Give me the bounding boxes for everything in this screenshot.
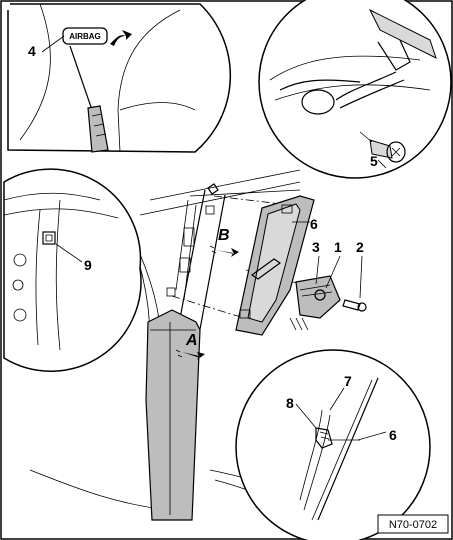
detail-airbag-badge: AIRBAG xyxy=(7,3,232,153)
callout-2: 2 xyxy=(356,239,364,255)
pillar-scene: A B xyxy=(29,169,341,531)
callout-5: 5 xyxy=(370,153,378,169)
detail-section xyxy=(235,349,431,540)
lift-arrow-icon xyxy=(110,30,132,46)
leader-lines-main xyxy=(292,221,363,299)
view-arrow-b xyxy=(209,245,239,257)
belt-height-adjuster xyxy=(289,275,367,331)
view-label-b: B xyxy=(218,227,230,244)
callout-9: 9 xyxy=(84,257,92,273)
detail-clip xyxy=(3,168,142,372)
view-label-a: A xyxy=(185,332,198,349)
screw-icon xyxy=(359,131,406,163)
callout-7: 7 xyxy=(344,373,352,389)
callout-8: 8 xyxy=(286,395,294,411)
callout-3: 3 xyxy=(312,239,320,255)
airbag-badge-text: AIRBAG xyxy=(69,32,101,41)
detail-screw xyxy=(258,0,452,179)
callout-6-detail: 6 xyxy=(389,427,397,443)
callout-6-top: 6 xyxy=(310,216,318,232)
view-arrow-a xyxy=(175,349,205,360)
reference-box xyxy=(377,514,449,534)
upper-trim-panel xyxy=(235,195,315,336)
reference-code: N70-0702 xyxy=(389,519,437,531)
callout-1: 1 xyxy=(334,239,342,255)
airbag-badge xyxy=(62,27,108,45)
clip-nut xyxy=(42,231,56,245)
callout-4: 4 xyxy=(28,43,36,59)
